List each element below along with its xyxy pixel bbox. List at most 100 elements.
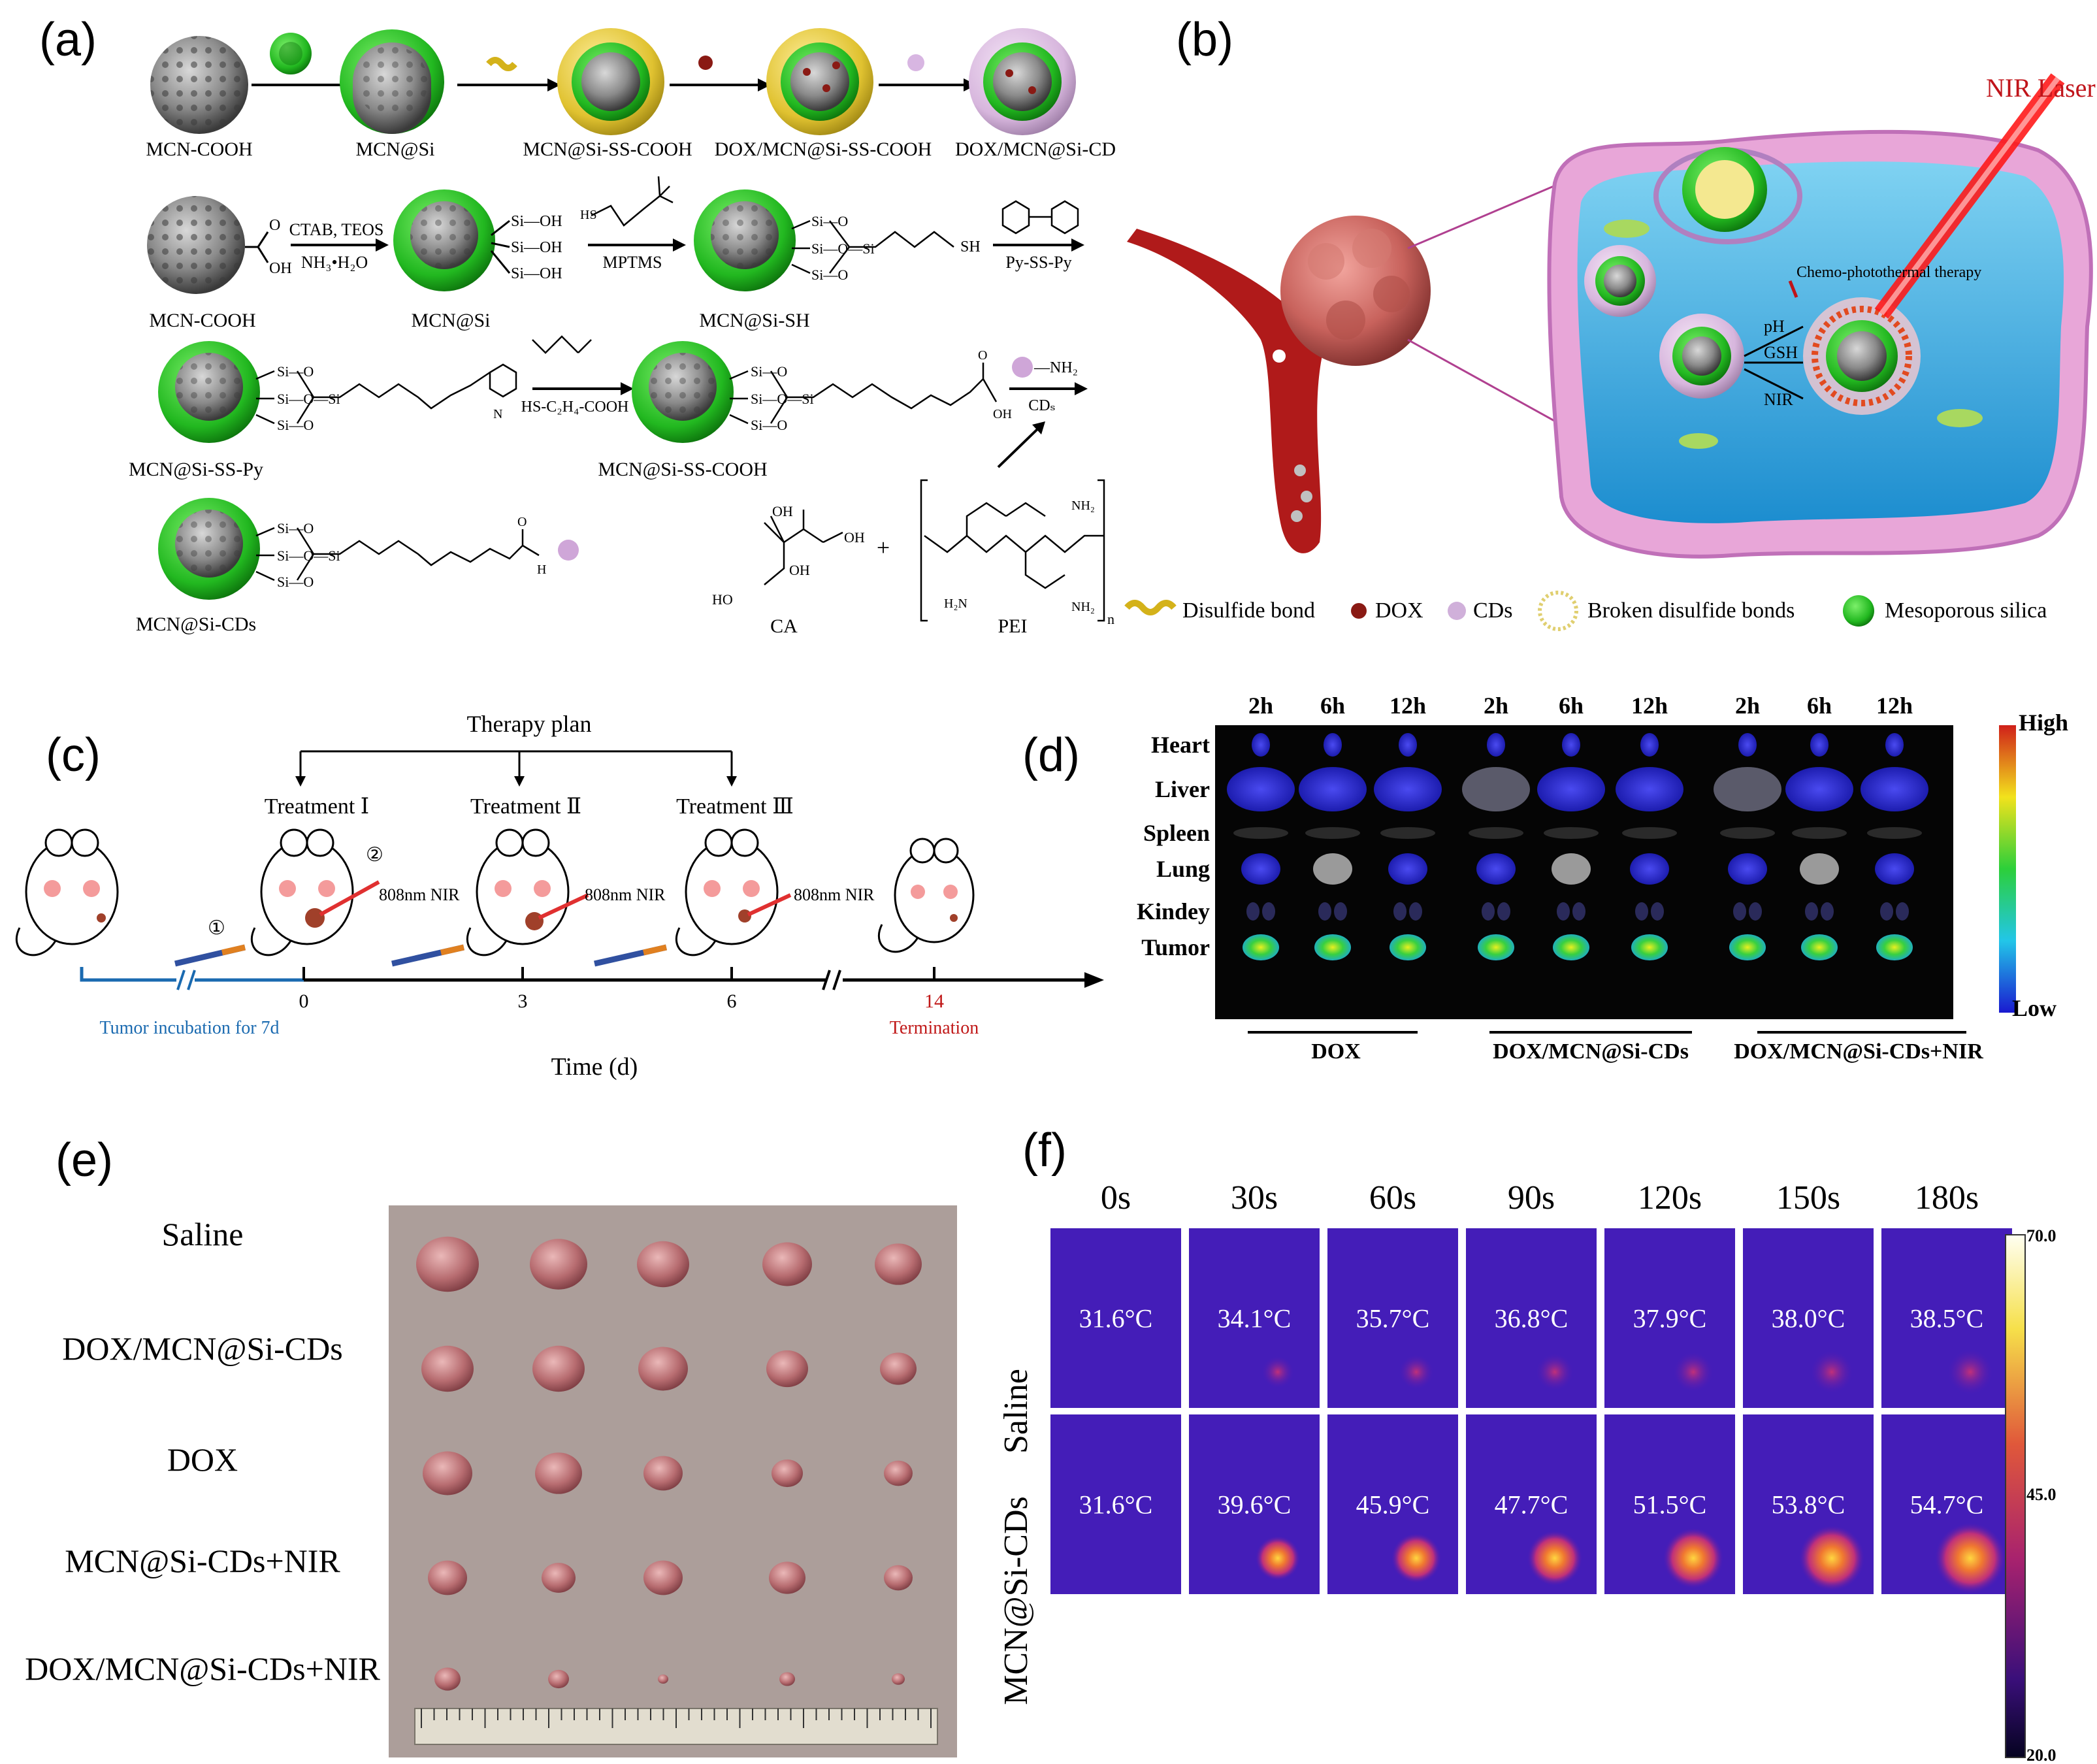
- panel-b-illustration: NIR Laser Chemo-photothermal therapy pH …: [1124, 73, 2096, 631]
- label-dox-mcn-si-cd-top: DOX/MCN@Si-CD: [955, 139, 1116, 160]
- liver-signal: [1861, 767, 1928, 811]
- temperature-readout: 38.5°C: [1910, 1303, 1984, 1333]
- nir-label-2: 808nm NIR: [585, 885, 666, 904]
- cd-nh2-label: —NH₂: [1033, 359, 1078, 376]
- label-ca: CA: [770, 615, 798, 637]
- si-oh-2: Si—OH: [511, 239, 562, 256]
- label-mcn-si-sh: MCN@Si-SH: [699, 310, 809, 331]
- f-time-5: 150s: [1776, 1179, 1840, 1217]
- liver-signal: [1374, 767, 1442, 811]
- legend-disulfide-icon: [1124, 600, 1177, 615]
- incubation-segment: [80, 967, 176, 982]
- row4-h: H: [537, 563, 546, 577]
- panel-a-synthesis-scheme: MCN-COOH MCN@Si MCN@Si-SS-COOH DOX/MCN@S…: [129, 28, 1116, 637]
- kidney-signal: [1482, 902, 1495, 921]
- tumor-sample: [643, 1560, 683, 1595]
- spleen-signal: [1792, 827, 1847, 839]
- tumor-signal: [1631, 934, 1668, 960]
- panel-label-d: (d): [1022, 729, 1080, 781]
- tumor-sample: [421, 1345, 474, 1392]
- nir-label: NIR: [1764, 390, 1793, 409]
- tumor-sample: [769, 1561, 805, 1594]
- reagent-mptms: MPTMS: [602, 253, 662, 272]
- hotspot: [1799, 1526, 1864, 1591]
- label-mcn-cooh-row2: MCN-COOH: [149, 310, 255, 331]
- plus-sign: +: [877, 534, 890, 561]
- tumor-sample: [637, 1241, 689, 1288]
- tumor-signal: [1243, 934, 1279, 960]
- tumor-sample: [542, 1563, 576, 1593]
- d-time-3: 2h: [1484, 693, 1508, 719]
- label-mcn-si-row2: MCN@Si: [412, 310, 491, 331]
- spleen-signal: [1720, 827, 1775, 839]
- tumor-sample: [884, 1460, 913, 1486]
- e-group-saline: Saline: [161, 1216, 244, 1252]
- d-organ-1: Liver: [1155, 776, 1210, 802]
- thermal-image: [1050, 1228, 1181, 1408]
- si-oh-1: Si—OH: [511, 213, 562, 230]
- scale-min: 20.0: [2026, 1746, 2056, 1764]
- kidney-signal: [1805, 902, 1818, 921]
- kidney-signal: [1572, 902, 1585, 921]
- reagent-nh3-h2o: NH₃•H₂O: [301, 253, 368, 272]
- group-dox: DOX: [1311, 1039, 1361, 1064]
- hotspot: [1663, 1528, 1723, 1588]
- lung-signal: [1728, 853, 1767, 885]
- sh-si-o-2: Si—O—Si: [811, 240, 875, 257]
- si-oh-3: Si—OH: [511, 265, 562, 282]
- tick-14: 14: [924, 990, 944, 1012]
- liver-signal: [1537, 767, 1605, 811]
- nir-laser-label: NIR Laser: [1986, 73, 2096, 103]
- hotspot: [1391, 1533, 1441, 1583]
- liver-signal: [1785, 767, 1853, 811]
- mcn-si-ss-py-particle: [158, 341, 260, 443]
- gsh-label: GSH: [1764, 343, 1798, 362]
- lung-signal: [1875, 853, 1914, 885]
- mcn-si-sh-particle: [694, 189, 796, 291]
- spleen-signal: [1469, 827, 1523, 839]
- d-organ-0: Heart: [1151, 732, 1210, 758]
- time-axis-label: Time (d): [551, 1053, 638, 1081]
- ph-label: pH: [1764, 317, 1785, 336]
- d-time-8: 12h: [1876, 693, 1913, 719]
- mcn-cooh-particle-top: [150, 36, 248, 134]
- kidney-signal: [1246, 902, 1260, 921]
- kidney-signal: [1334, 902, 1347, 921]
- hs-acid-structure: [532, 335, 592, 354]
- mptms-hs: HS: [580, 208, 597, 222]
- ca-oh-mid: OH: [789, 562, 810, 578]
- panel-label-c: (c): [46, 729, 101, 781]
- legend-broken-disulfide-icon: [1538, 591, 1578, 631]
- liver-signal: [1462, 767, 1530, 811]
- heart-signal: [1252, 733, 1270, 757]
- thermal-image: [1466, 1228, 1597, 1408]
- label-mcn-si-ss-cooh-row3: MCN@Si-SS-COOH: [598, 459, 767, 480]
- tumor-sample: [548, 1669, 569, 1689]
- row2-o-label: O: [269, 217, 280, 234]
- temperature-readout: 31.6°C: [1079, 1303, 1153, 1333]
- py-si-o-2: Si—O—Si: [277, 391, 340, 407]
- kidney-signal: [1733, 902, 1746, 921]
- row3-n: N: [493, 407, 502, 421]
- kidney-signal: [1318, 902, 1331, 921]
- lung-signal: [1630, 853, 1669, 885]
- tumor-sample: [779, 1672, 795, 1686]
- sh-si-o-1: Si—O: [811, 213, 848, 229]
- kidney-signal: [1393, 902, 1406, 921]
- liver-signal: [1714, 767, 1781, 811]
- tumor-sample: [532, 1345, 585, 1392]
- heart-signal: [1885, 733, 1904, 757]
- pei-nh2-top: NH₂: [1071, 498, 1095, 513]
- spleen-signal: [1867, 827, 1922, 839]
- ca-ho: HO: [712, 591, 733, 608]
- e-group-dox: DOX: [167, 1441, 238, 1478]
- thermal-image: [1189, 1228, 1320, 1408]
- legend-broken-disulfide-label: Broken disulfide bonds: [1587, 598, 1795, 623]
- tumor-sample: [423, 1451, 472, 1495]
- step-1-marker: ①: [208, 917, 225, 939]
- panel-c-timeline: Therapy plan Treatment Ⅰ Treatment Ⅱ Tre…: [15, 711, 1104, 1081]
- incubation-label: Tumor incubation for 7d: [99, 1018, 279, 1038]
- hotspot: [1811, 1351, 1853, 1393]
- spleen-signal: [1233, 827, 1288, 839]
